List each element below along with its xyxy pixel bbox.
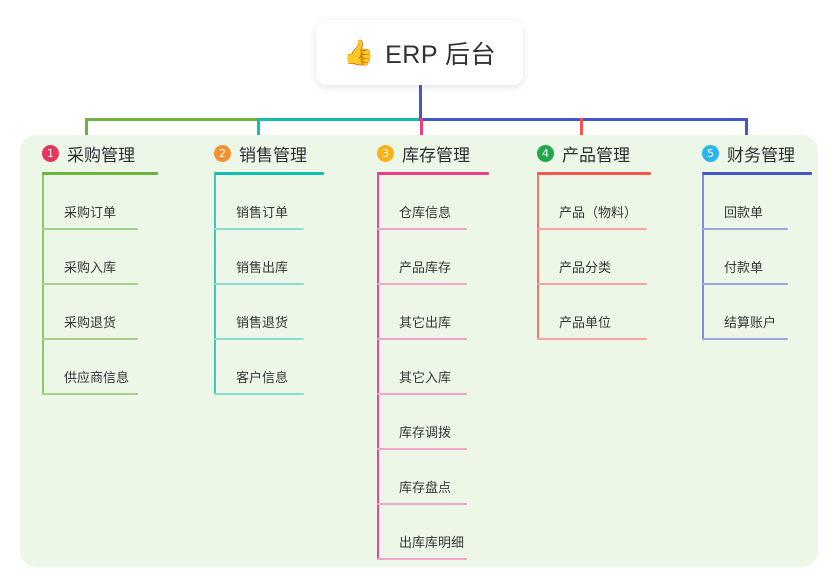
connector-stub-inventory [420, 118, 423, 145]
menu-item-label: 结算账户 [724, 315, 777, 330]
menu-item-underline [377, 558, 467, 560]
menu-item-underline [537, 283, 647, 285]
menu-item-underline [42, 228, 138, 230]
column-title-product: 产品管理 [562, 146, 630, 165]
connector-segment-green [85, 118, 260, 121]
menu-item-label: 产品单位 [559, 315, 612, 330]
column-title-sales: 销售管理 [239, 146, 307, 165]
menu-item-label: 销售订单 [236, 205, 289, 220]
thumbs-up-icon: 👍 [342, 38, 375, 67]
column-title-purchase: 采购管理 [67, 146, 135, 165]
branches-panel: 1 采购管理采购订单采购入库采购退货供应商信息 2 销售管理销售订单销售出库销售退货客… [20, 135, 818, 567]
column-title-inventory: 库存管理 [402, 146, 470, 165]
column-badge-sales: 2 [214, 145, 231, 162]
column-product: 4 产品管理产品（物料） 产品分类产品单位 [526, 135, 651, 340]
column-underline-inventory [377, 172, 489, 175]
menu-item-label: 出库库明细 [399, 535, 465, 550]
menu-item-label: 采购订单 [64, 205, 117, 220]
connector-stub-finance [745, 118, 748, 145]
menu-item-underline [214, 338, 304, 340]
root-node-card[interactable]: 👍 ERP 后台 [316, 20, 523, 85]
menu-item-label: 产品（物料） [559, 205, 638, 220]
menu-item-underline [702, 338, 788, 340]
column-spine-product [537, 175, 539, 340]
column-underline-finance [702, 172, 812, 175]
column-badge-finance: 5 [702, 145, 719, 162]
column-finance: 5 财务管理回款单付款单结算账户 [691, 135, 812, 340]
column-badge-purchase: 1 [42, 145, 59, 162]
menu-item-underline [42, 338, 138, 340]
menu-item-underline [214, 228, 304, 230]
menu-item-label: 仓库信息 [399, 205, 452, 220]
column-badge-product: 4 [537, 145, 554, 162]
column-header-finance[interactable]: 5 财务管理 [691, 135, 795, 172]
column-underline-product [537, 172, 651, 175]
menu-item-underline [537, 338, 647, 340]
menu-item-label: 供应商信息 [64, 370, 130, 385]
menu-item-label: 回款单 [724, 205, 764, 220]
connector-stub-product [580, 118, 583, 145]
menu-item-label: 销售退货 [236, 315, 289, 330]
column-title-finance: 财务管理 [727, 146, 795, 165]
menu-item-label: 采购入库 [64, 260, 117, 275]
menu-item-label: 客户信息 [236, 370, 289, 385]
menu-item-underline [377, 228, 467, 230]
menu-item-label: 产品分类 [559, 260, 612, 275]
connector-segment-teal [257, 118, 422, 121]
root-title: ERP 后台 [385, 40, 497, 69]
menu-item-label: 产品库存 [399, 260, 452, 275]
column-spine-purchase [42, 175, 44, 395]
column-underline-purchase [42, 172, 158, 175]
column-header-purchase[interactable]: 1 采购管理 [31, 135, 135, 172]
menu-item-underline [377, 393, 467, 395]
menu-item-label: 其它出库 [399, 315, 452, 330]
menu-item-label: 其它入库 [399, 370, 452, 385]
menu-item-underline [377, 283, 467, 285]
column-header-product[interactable]: 4 产品管理 [526, 135, 630, 172]
menu-item-underline [377, 338, 467, 340]
menu-item-label: 库存调拨 [399, 425, 452, 440]
connector-segment-blue [419, 118, 748, 121]
column-header-sales[interactable]: 2 销售管理 [203, 135, 307, 172]
menu-item-underline [537, 228, 647, 230]
menu-item-underline [702, 228, 788, 230]
column-header-inventory[interactable]: 3 库存管理 [366, 135, 470, 172]
column-sales: 2 销售管理销售订单销售出库销售退货客户信息 [203, 135, 324, 395]
column-inventory: 3 库存管理仓库信息产品库存其它出库其它入库库存调拨库存盘点出库库明细 [366, 135, 489, 560]
column-spine-finance [702, 175, 704, 340]
menu-item-label: 销售出库 [236, 260, 289, 275]
trunk-line [419, 85, 422, 121]
column-badge-inventory: 3 [377, 145, 394, 162]
column-purchase: 1 采购管理采购订单采购入库采购退货供应商信息 [31, 135, 158, 395]
menu-item-underline [214, 393, 304, 395]
menu-item-underline [214, 283, 304, 285]
menu-item-label: 付款单 [724, 260, 764, 275]
column-underline-sales [214, 172, 324, 175]
column-spine-sales [214, 175, 216, 395]
menu-item-underline [377, 448, 467, 450]
menu-item-underline [42, 393, 138, 395]
connector-stub-sales [257, 118, 260, 145]
menu-item-underline [377, 503, 467, 505]
menu-item-label: 库存盘点 [399, 480, 452, 495]
menu-item-label: 采购退货 [64, 315, 117, 330]
menu-item-underline [702, 283, 788, 285]
menu-item-underline [42, 283, 138, 285]
connector-stub-purchase [85, 118, 88, 145]
column-spine-inventory [377, 175, 379, 560]
